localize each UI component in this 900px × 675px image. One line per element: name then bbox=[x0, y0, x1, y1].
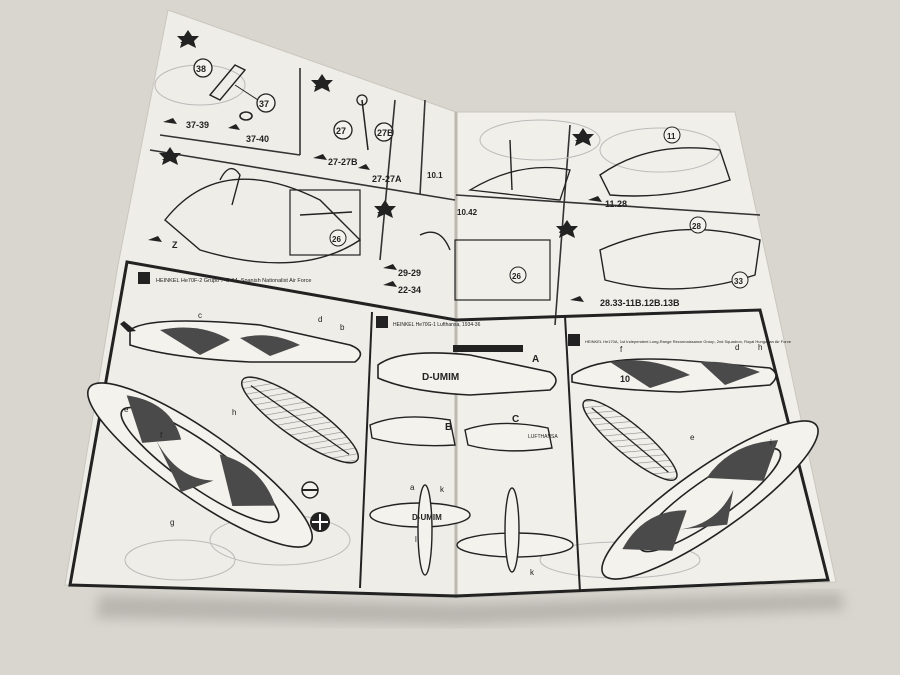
step-14: 14 38 37 37-39 37-40 bbox=[163, 30, 276, 144]
step-14-number: 14 bbox=[180, 35, 190, 45]
callout-d: d bbox=[735, 343, 739, 352]
airframe-part bbox=[599, 228, 761, 290]
step-16: 10.1 10.42 bbox=[427, 139, 571, 217]
scheme-divider bbox=[359, 311, 373, 589]
top-view-aircraft bbox=[601, 420, 819, 580]
step-18: 18 26 Z bbox=[148, 147, 362, 264]
detail-inset bbox=[289, 189, 361, 256]
callout-h: h bbox=[758, 343, 762, 352]
variant-c-label: C bbox=[512, 414, 519, 425]
part-37-39-label: 37-39 bbox=[186, 120, 209, 130]
variant-b-label: B bbox=[445, 422, 452, 433]
part-27b-label: 27B bbox=[377, 128, 394, 138]
part-27-27b-label: 27-27B bbox=[328, 157, 358, 167]
glue-icon bbox=[570, 296, 584, 302]
variant-b-aircraft bbox=[369, 416, 456, 447]
part-10-1-label: 10.1 bbox=[427, 171, 443, 180]
scheme-1-number: 1 bbox=[141, 274, 146, 284]
part-37-label: 37 bbox=[259, 99, 269, 109]
callout-f: f bbox=[160, 431, 163, 440]
step-20-number: 20 bbox=[559, 225, 569, 235]
step-grid bbox=[149, 68, 761, 326]
registration-wing: D-UMIM bbox=[412, 513, 442, 522]
callout-b: b bbox=[340, 323, 345, 332]
glue-icon bbox=[383, 264, 397, 270]
part-10-42-label: 10.42 bbox=[457, 208, 478, 217]
scheme-2-title: HEINKEL He70G-1 Lufthansa, 1934-36 bbox=[393, 322, 481, 328]
part-22-34-label: 22-34 bbox=[398, 285, 421, 295]
callout-d: d bbox=[318, 315, 322, 324]
part-29-29-label: 29-29 bbox=[398, 268, 421, 278]
side-profile-aircraft bbox=[377, 352, 557, 396]
detail-inset bbox=[454, 239, 551, 301]
step-19: 19 11 11.28 bbox=[572, 126, 731, 209]
glue-icon bbox=[358, 164, 370, 170]
scheme-1-title: HEINKEL He70F-2 Grupo 7-G-14, Spanish Na… bbox=[156, 278, 311, 284]
scheme-3: 3 HEINKEL He170A, 1st Independent Long-R… bbox=[568, 334, 819, 580]
marker-z: Z bbox=[172, 240, 178, 250]
part-11-28-label: 11.28 bbox=[605, 199, 627, 209]
step-17: 17 26 29-29 22-34 bbox=[374, 200, 551, 301]
part-27-label: 27 bbox=[336, 126, 346, 136]
scheme-3-title: HEINKEL He170A, 1st Independent Long-Ran… bbox=[585, 339, 792, 344]
callout-g: g bbox=[170, 518, 174, 527]
variant-a-label: A bbox=[532, 354, 539, 365]
glue-icon bbox=[588, 196, 602, 202]
part-38-label: 38 bbox=[196, 64, 206, 74]
step-18-number: 18 bbox=[162, 152, 172, 162]
windshield-part bbox=[208, 64, 247, 101]
scheme-2-number: 2 bbox=[379, 318, 384, 328]
aircraft-code: 10 bbox=[620, 374, 630, 384]
callout-a: a bbox=[410, 483, 415, 492]
part-28-label: 28 bbox=[692, 222, 701, 231]
step-15-number: 15 bbox=[314, 79, 324, 89]
part-33-label: 33 bbox=[734, 277, 743, 286]
callout-l: l bbox=[415, 535, 417, 544]
callout-i: i bbox=[770, 438, 772, 447]
glue-icon bbox=[163, 118, 177, 124]
callout-h: h bbox=[232, 408, 236, 417]
registration-d-umim: D-UMIM bbox=[422, 372, 459, 383]
glue-icon bbox=[228, 124, 240, 130]
part-28-33-label: 28.33-11B.12B.13B bbox=[600, 298, 680, 308]
callout-k: k bbox=[440, 485, 445, 494]
under-view-aircraft bbox=[582, 399, 678, 481]
top-view-aircraft bbox=[87, 382, 313, 548]
callout-f: f bbox=[620, 345, 623, 354]
glue-icon bbox=[148, 236, 162, 242]
part-26-label: 26 bbox=[512, 272, 521, 281]
part-27-27a-label: 27-27A bbox=[372, 174, 402, 184]
step-17-number: 17 bbox=[377, 205, 387, 215]
callout-e: e bbox=[124, 405, 129, 414]
step-19-number: 19 bbox=[575, 133, 585, 143]
scheme-divider bbox=[564, 315, 581, 593]
callout-c: c bbox=[198, 311, 202, 320]
strut-part bbox=[361, 99, 369, 151]
camo-patch bbox=[160, 327, 230, 355]
glue-icon bbox=[313, 154, 327, 160]
lufthansa-text: LUFTHANSA bbox=[528, 434, 558, 440]
scheme-1: 1 HEINKEL He70F-2 Grupo 7-G-14, Spanish … bbox=[87, 272, 362, 548]
glue-icon bbox=[383, 281, 397, 287]
wing-part bbox=[599, 147, 731, 197]
part-26-label: 26 bbox=[332, 235, 341, 244]
under-view-aircraft bbox=[241, 376, 359, 464]
step-20: 20 28 33 28.33-11B.12B.13B bbox=[556, 216, 761, 308]
step-15: 15 27 27B 27-27B 27-27A bbox=[311, 74, 402, 184]
part-37-40-label: 37-40 bbox=[246, 134, 269, 144]
callout-k: k bbox=[530, 568, 535, 577]
part-11-label: 11 bbox=[667, 132, 676, 141]
paint-pot-icon bbox=[239, 111, 253, 121]
variant-c-aircraft bbox=[464, 422, 553, 452]
callout-e: e bbox=[690, 433, 695, 442]
scheme-2: 2 HEINKEL He70G-1 Lufthansa, 1934-36 D-U… bbox=[369, 316, 574, 577]
painting-scheme-frame bbox=[68, 260, 830, 598]
scheme-3-number: 3 bbox=[571, 336, 576, 346]
booklet-shadow bbox=[95, 592, 845, 625]
